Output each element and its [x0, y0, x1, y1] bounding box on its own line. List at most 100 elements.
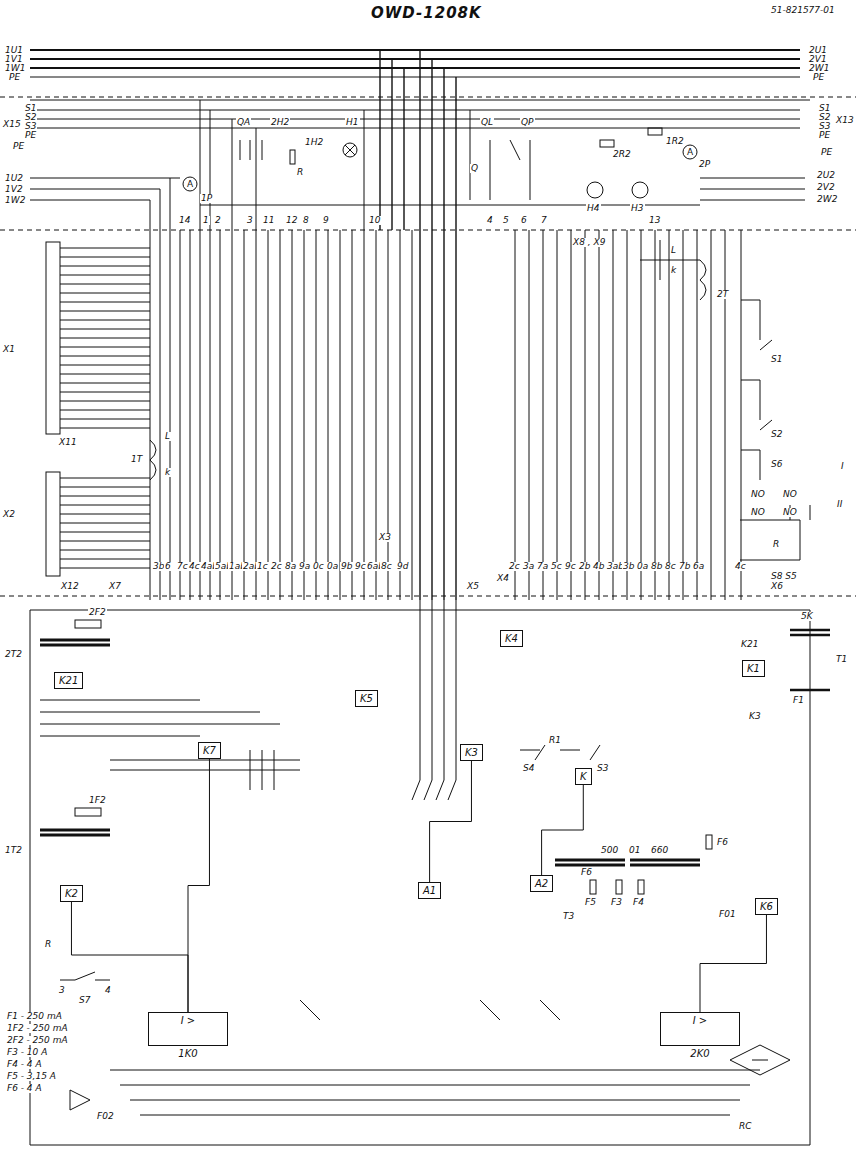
- schematic-label: S4: [522, 764, 535, 773]
- schematic-label: 8a: [284, 562, 297, 571]
- schematic-label: 1T2: [4, 846, 23, 855]
- schematic-label: 2P: [698, 160, 711, 169]
- main-contactor: [412, 600, 456, 800]
- schematic-label: NO: [750, 508, 766, 517]
- schematic-label: PE: [818, 131, 831, 140]
- schematic-label: 2: [214, 216, 222, 225]
- schematic-label: 2b: [578, 562, 591, 571]
- wire-connector: [430, 761, 472, 882]
- fuse-symbol: [75, 808, 101, 816]
- schematic-label: F5: [584, 898, 597, 907]
- schematic-label: 51-821577-01: [770, 6, 836, 15]
- relay-label: A2: [535, 878, 548, 889]
- lamp-symbol: [587, 182, 603, 198]
- schematic-label: PE: [12, 142, 25, 151]
- schematic-label: A: [186, 180, 194, 189]
- lamp-cross: [345, 145, 355, 155]
- schematic-label: 2T: [716, 290, 729, 299]
- schematic-label: 2c: [270, 562, 283, 571]
- schematic-label: PE: [812, 73, 825, 82]
- fuse-symbol: [616, 880, 622, 894]
- schematic-label: K21: [740, 640, 759, 649]
- transformer-2t2: [40, 640, 110, 645]
- relay-box: K1: [742, 660, 765, 677]
- x1-terminal-strip: [46, 242, 60, 434]
- relay-box: A2: [530, 875, 553, 892]
- schematic-label: 2V1: [808, 55, 828, 64]
- relay-label: K5: [360, 693, 373, 704]
- schematic-label: 1U2: [4, 174, 24, 183]
- schematic-label: 0a: [636, 562, 649, 571]
- schematic-label: 14: [178, 216, 191, 225]
- schematic-label: 2W1: [808, 64, 830, 73]
- schematic-label: 2U1: [808, 46, 828, 55]
- schematic-label: X3: [378, 533, 392, 542]
- schematic-label: 7c: [176, 562, 189, 571]
- schematic-label: F1: [792, 696, 805, 705]
- schematic-label: S2: [24, 113, 37, 122]
- schematic-label: k: [164, 468, 171, 477]
- schematic-label: 1: [202, 216, 210, 225]
- switch-contacts: [240, 110, 530, 200]
- schematic-label: II: [836, 500, 843, 509]
- relay-label: K6: [760, 901, 773, 912]
- supply-bus: [30, 50, 800, 68]
- schematic-label: 660: [650, 846, 669, 855]
- schematic-label: S8 S5: [770, 572, 798, 581]
- schematic-label: 8: [302, 216, 310, 225]
- schematic-label: 4: [104, 986, 112, 995]
- schematic-label: 2T2: [4, 650, 23, 659]
- schematic-label: S1: [24, 104, 37, 113]
- relay-label: K4: [505, 633, 518, 644]
- transformer-t1: [790, 630, 830, 690]
- schematic-label: 2c: [508, 562, 521, 571]
- schematic-label: 6: [164, 562, 172, 571]
- schematic-label: S1: [818, 104, 831, 113]
- relay-box: I >2K0: [660, 1012, 740, 1046]
- schematic-label: 2V2: [816, 183, 836, 192]
- schematic-label: 01: [628, 846, 641, 855]
- schematic-label: 9: [322, 216, 330, 225]
- schematic-label: 7: [540, 216, 548, 225]
- schematic-label: 1U1: [4, 46, 24, 55]
- schematic-label: 1H2: [304, 138, 324, 147]
- rectifier-bridge: [730, 1045, 790, 1075]
- schematic-label: QA: [236, 118, 251, 127]
- transformer-t3: [555, 860, 700, 865]
- harness-right: [515, 230, 741, 600]
- schematic-label: 3: [246, 216, 254, 225]
- relay-label: K: [580, 771, 587, 782]
- schematic-label: 9a: [298, 562, 311, 571]
- x2-terminal-wires: [60, 478, 150, 568]
- schematic-label: 2F2 - 250 mA: [6, 1036, 69, 1045]
- schematic-label: X2: [2, 510, 16, 519]
- relay-label: K7: [203, 745, 216, 756]
- schematic-label: 1P: [200, 194, 213, 203]
- harness-left: [150, 100, 412, 600]
- relay-label: I >: [665, 1015, 735, 1026]
- schematic-label: k: [670, 266, 677, 275]
- x1-terminal-wires: [60, 248, 150, 428]
- schematic-label: S3: [818, 122, 831, 131]
- schematic-label: QL: [480, 118, 494, 127]
- schematic-label: F5 - 3,15 A: [6, 1072, 57, 1081]
- schematic-label: 4b: [592, 562, 605, 571]
- current-transformer: [640, 240, 706, 300]
- relay-label: K3: [465, 747, 478, 758]
- control-wires: [40, 700, 300, 790]
- schematic-label: 3b: [622, 562, 635, 571]
- schematic-label: PE: [24, 131, 37, 140]
- schematic-label: 1W1: [4, 64, 26, 73]
- schematic-label: 1V1: [4, 55, 24, 64]
- schematic-label: RC: [738, 1122, 753, 1131]
- schematic-label: I: [840, 462, 845, 471]
- schematic-label: 8c: [664, 562, 677, 571]
- schematic-label: 10: [368, 216, 381, 225]
- schematic-label: S2: [770, 430, 783, 439]
- schematic-label: F01: [718, 910, 737, 919]
- ammeter-symbol: [183, 177, 197, 191]
- schematic-label: S1: [770, 355, 783, 364]
- relay-label: K1: [747, 663, 760, 674]
